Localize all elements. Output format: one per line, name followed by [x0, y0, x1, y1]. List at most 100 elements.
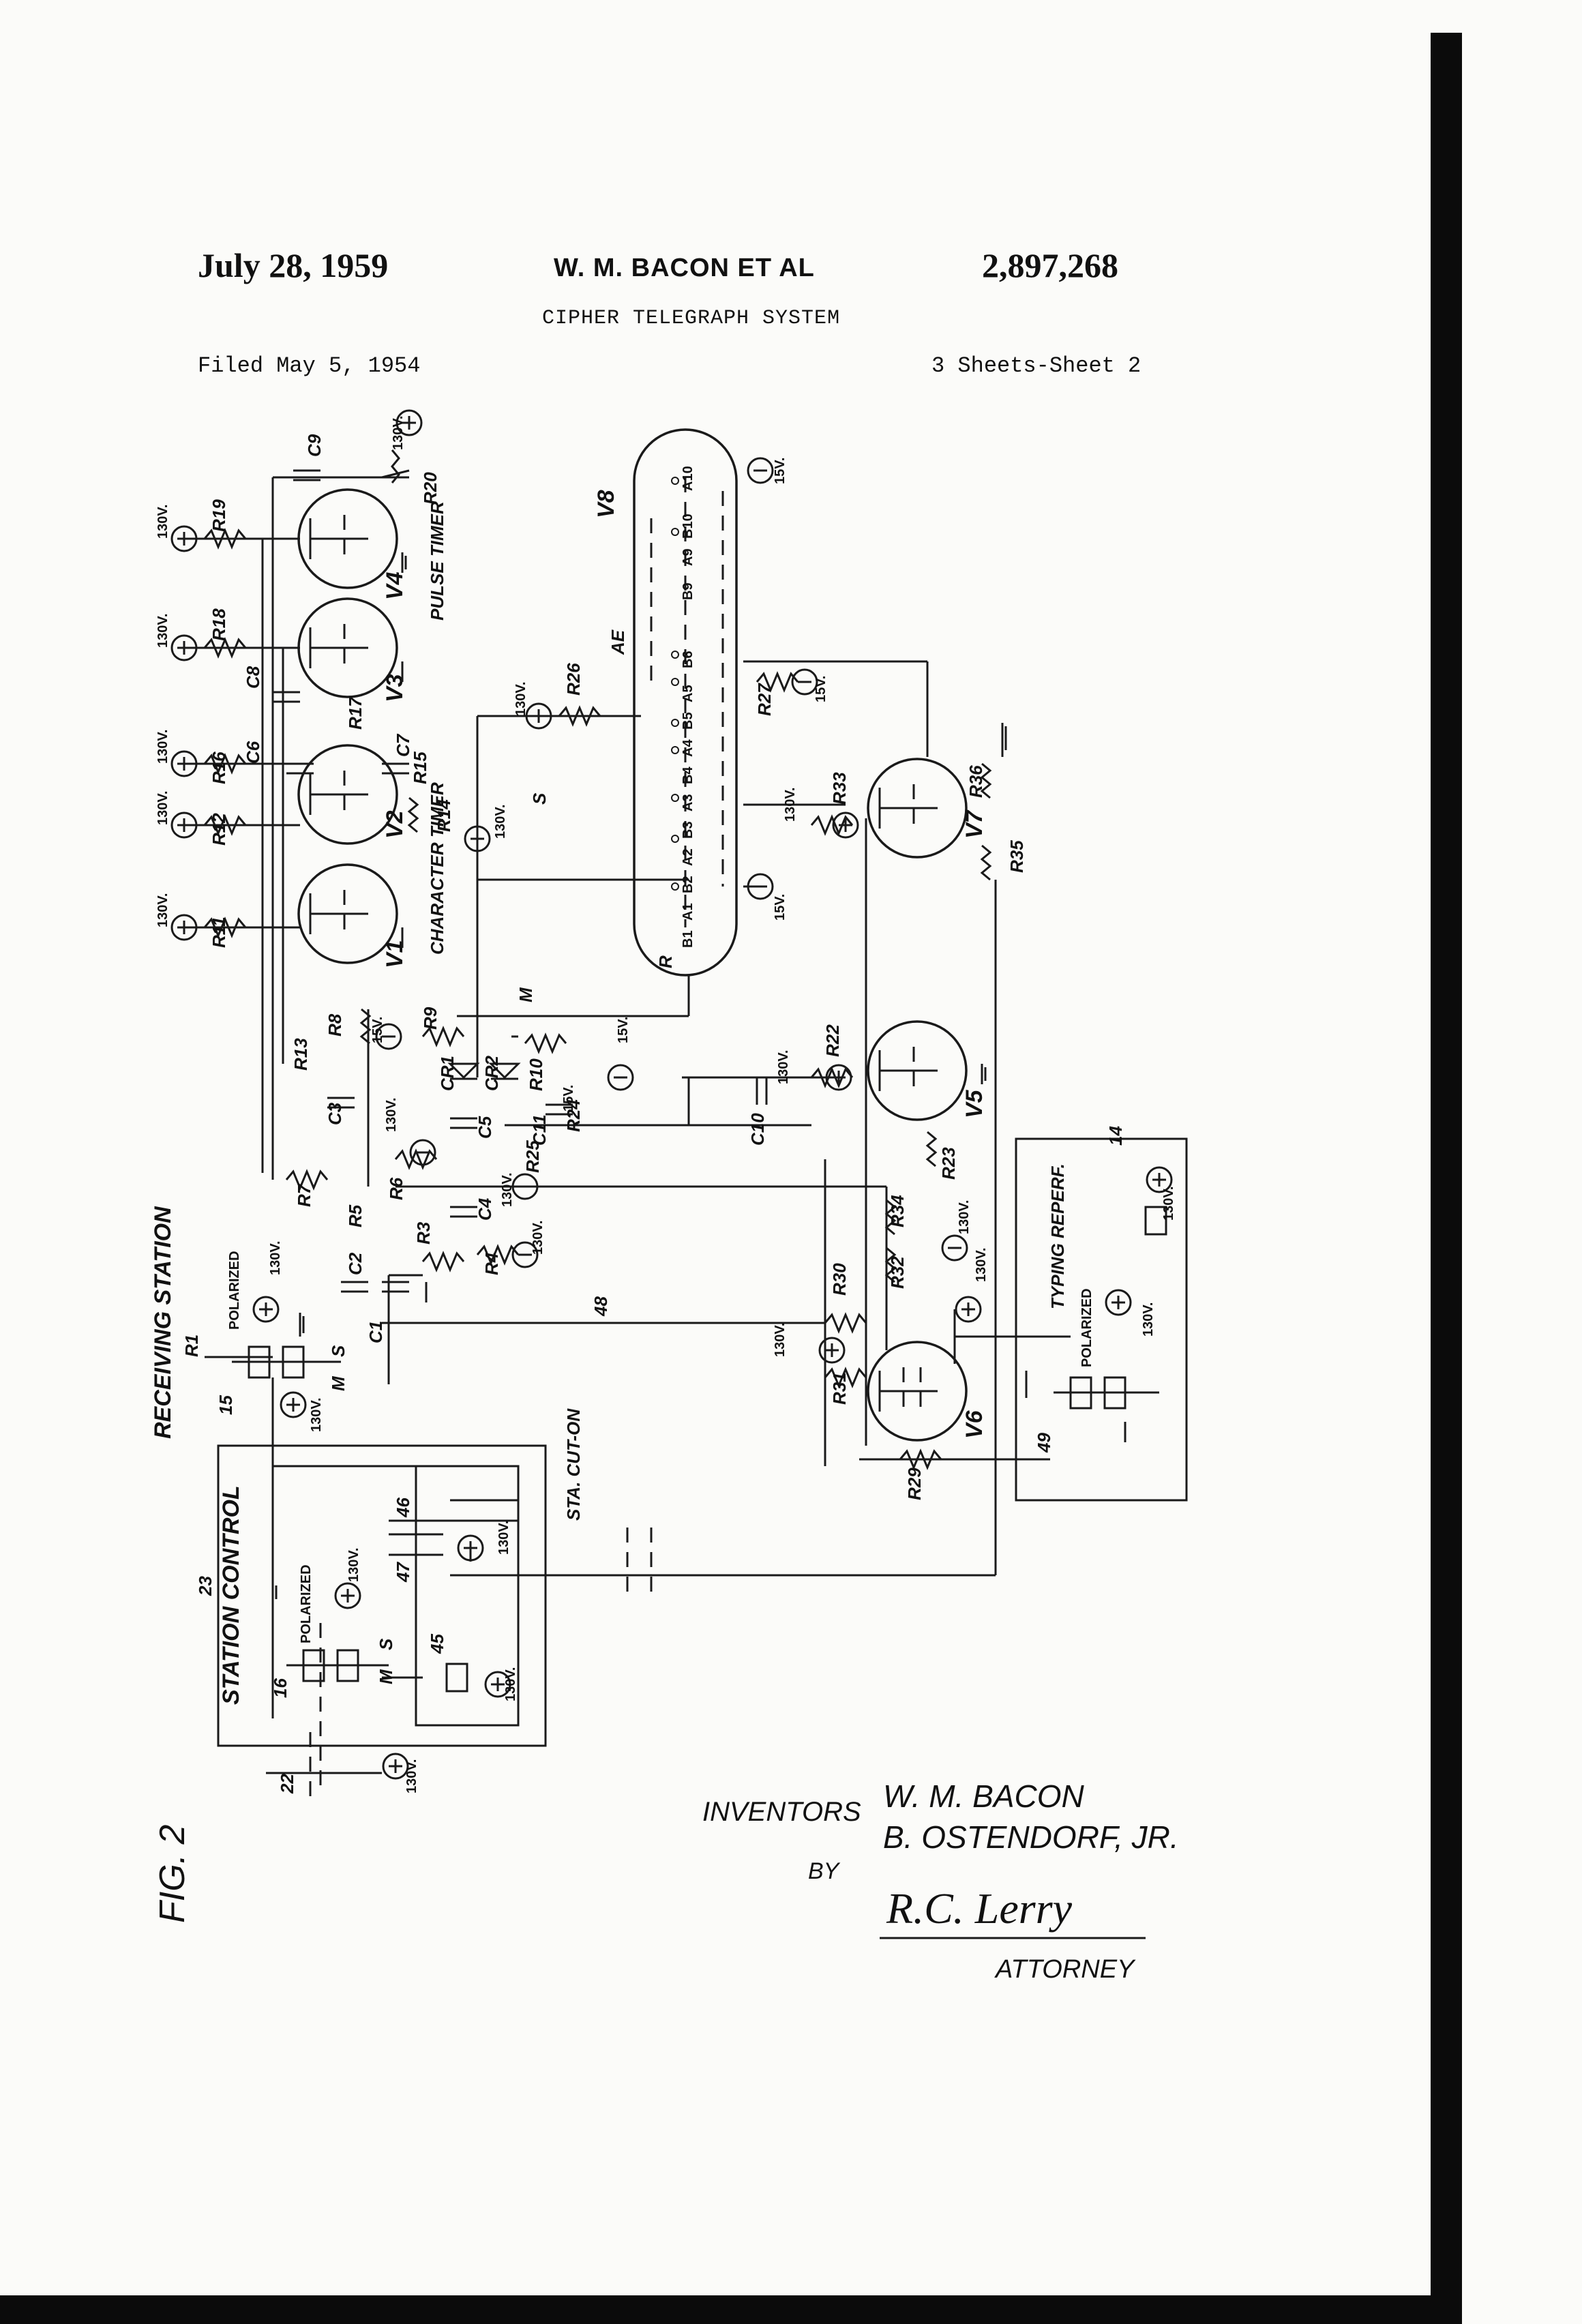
station-control-box [217, 1444, 547, 1747]
label-v130-o: 130V. [1161, 1187, 1176, 1221]
tube-v5 [867, 1020, 968, 1121]
label-v130-q: 130V. [531, 1221, 546, 1255]
label-typing-reperf-ref: 14 [1105, 1126, 1126, 1146]
label-v130-r: 130V. [500, 1173, 515, 1207]
component-labels: R1 R3 R4 R5 R6 R7 R8 R9 R10 R11 R12 R13 … [155, 416, 1176, 1794]
label-b6: B6 [681, 651, 696, 668]
label-r10: R10 [526, 1058, 546, 1091]
label-r12: R12 [209, 813, 229, 846]
label-a3: A3 [681, 794, 696, 811]
label-v130-s: 130V. [268, 1241, 283, 1275]
label-r3: R3 [413, 1221, 434, 1245]
label-v15-f: 15V. [561, 1085, 576, 1112]
label-pulse-timer: PULSE TIMER [427, 501, 447, 621]
label-c9: C9 [304, 434, 325, 457]
tube-v1 [297, 863, 398, 964]
label-c10: C10 [747, 1113, 768, 1146]
label-r16: R16 [209, 751, 229, 784]
relay-15 [232, 1345, 341, 1379]
attorney-signature: R.C. Lerry [886, 1884, 1073, 1933]
label-ae: AE [608, 629, 628, 655]
label-c4: C4 [475, 1197, 495, 1221]
label-s-15: S [328, 1345, 348, 1357]
label-r20: R20 [420, 472, 441, 505]
label-v6: V6 [961, 1410, 987, 1439]
label-v15-e: 15V. [616, 1017, 631, 1043]
label-ref-15: 15 [215, 1395, 236, 1415]
label-r35: R35 [1006, 840, 1027, 873]
inventor-1: W. M. BACON [883, 1778, 1085, 1814]
tube-v2 [297, 744, 398, 845]
tube-v6 [867, 1341, 968, 1442]
label-b10: B10 [681, 513, 696, 539]
typing-reperf-box [1015, 1137, 1188, 1502]
label-v15-b: 15V. [814, 676, 829, 702]
label-v130-i: 130V. [783, 788, 798, 822]
inventors-line: W. M. BACON ET AL [554, 254, 815, 282]
label-v130-w: 130V. [496, 1521, 511, 1555]
label-v15-a: 15V. [773, 458, 788, 484]
label-b9: B9 [681, 582, 696, 600]
label-r27: R27 [754, 683, 775, 716]
tubes-top-row [297, 488, 968, 1442]
label-v130-g: 130V. [513, 682, 528, 716]
label-c8: C8 [243, 666, 263, 689]
label-a1: A1 [681, 903, 696, 921]
label-r4: R4 [481, 1252, 502, 1275]
label-v130-c: 130V. [155, 730, 170, 764]
label-b4: B4 [681, 766, 696, 784]
label-r11: R11 [209, 917, 229, 948]
label-c6: C6 [243, 741, 263, 764]
label-r33: R33 [829, 772, 850, 805]
label-b1: B1 [681, 930, 696, 948]
label-polarized-15: POLARIZED [227, 1251, 242, 1330]
label-v130-d: 130V. [155, 791, 170, 825]
attorney-label: ATTORNEY [994, 1955, 1136, 1984]
label-c2: C2 [345, 1252, 365, 1275]
label-c5: C5 [475, 1116, 495, 1139]
label-r: R [655, 955, 676, 968]
label-r32: R32 [887, 1256, 908, 1289]
label-a10: A10 [681, 466, 696, 491]
capacitors [273, 469, 768, 1293]
label-s: S [529, 792, 550, 805]
label-c7: C7 [393, 733, 413, 757]
label-r23: R23 [938, 1147, 959, 1180]
label-m: M [516, 987, 536, 1002]
label-c1: C1 [365, 1321, 386, 1343]
signature-block: INVENTORS W. M. BACON B. OSTENDORF, JR. … [702, 1778, 1179, 1984]
relay-49 [1054, 1376, 1159, 1410]
inventor-2: B. OSTENDORF, JR. [883, 1819, 1179, 1855]
label-s-16: S [376, 1638, 396, 1650]
label-v130-k: 130V. [773, 1323, 788, 1357]
label-r9: R9 [420, 1007, 441, 1030]
label-b2: B2 [681, 876, 696, 893]
scan-border-bottom [0, 2295, 1462, 2324]
relay-16 [286, 1649, 389, 1682]
label-m-15: M [328, 1375, 348, 1391]
label-cr1: CR1 [437, 1056, 458, 1091]
label-a2: A2 [681, 848, 696, 866]
label-r18: R18 [209, 608, 229, 641]
rectifiers [447, 1062, 521, 1080]
by-label: BY [808, 1858, 841, 1884]
label-receiving-station: RECEIVING STATION [150, 1206, 176, 1439]
label-v130-v: 130V. [503, 1667, 518, 1701]
label-station-control-ref: 23 [195, 1576, 215, 1596]
label-character-timer: CHARACTER TIMER [427, 782, 447, 955]
label-v130-n: 130V. [1141, 1302, 1156, 1337]
resistors [203, 449, 992, 1470]
label-r34: R34 [887, 1195, 908, 1227]
distributor-tube-v8 [633, 428, 738, 977]
label-v15-c: 15V. [773, 894, 788, 921]
label-r5: R5 [345, 1204, 365, 1227]
label-a4: A4 [681, 739, 696, 757]
ground-symbols [271, 552, 1126, 1603]
label-m-16: M [376, 1669, 396, 1684]
label-r26: R26 [563, 663, 584, 696]
label-r29: R29 [904, 1468, 925, 1500]
label-v130-h: 130V. [493, 805, 508, 839]
label-a5: A5 [681, 685, 696, 702]
